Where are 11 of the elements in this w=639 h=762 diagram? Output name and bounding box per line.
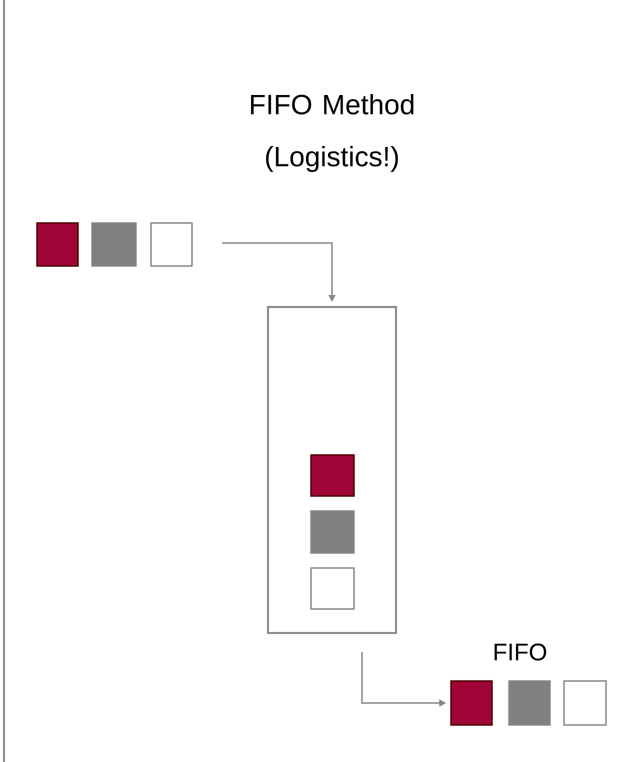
square xyxy=(450,680,493,726)
square xyxy=(150,222,193,267)
title: FIFO Method (Logistics!) xyxy=(251,94,414,172)
square xyxy=(310,454,355,497)
square xyxy=(508,680,551,726)
label: FIFO xyxy=(494,644,546,660)
square xyxy=(36,222,79,267)
square xyxy=(310,510,355,554)
square xyxy=(91,222,137,267)
square xyxy=(563,680,607,726)
square xyxy=(310,567,355,610)
